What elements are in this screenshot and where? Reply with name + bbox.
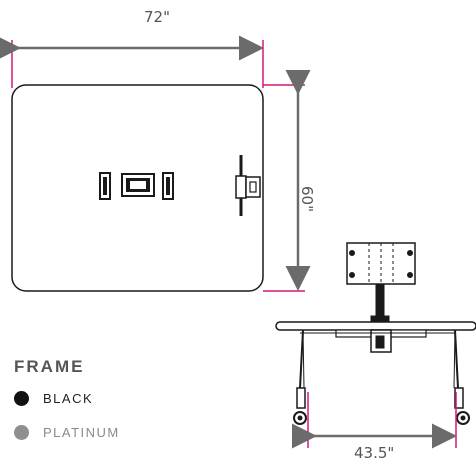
- right-leg: [454, 329, 459, 389]
- tabletop-side: [275, 321, 476, 331]
- width-dimension: [0, 35, 264, 88]
- frame-option-black[interactable]: BLACK: [14, 391, 93, 406]
- black-swatch: [14, 391, 29, 406]
- depth-label: 60": [298, 186, 316, 212]
- monitor-mount: [235, 155, 261, 216]
- platinum-swatch: [14, 425, 29, 440]
- base-dimension: [292, 392, 457, 449]
- frame-option-platinum[interactable]: PLATINUM: [14, 425, 120, 440]
- frame-legend-title: FRAME: [14, 357, 85, 376]
- base-width-label: 43.5": [354, 444, 395, 462]
- width-label: 72": [144, 8, 170, 26]
- top-view: [11, 84, 264, 292]
- black-label: BLACK: [43, 391, 94, 406]
- depth-dimension: [263, 70, 311, 292]
- left-leg: [299, 329, 304, 389]
- platinum-label: PLATINUM: [43, 425, 120, 440]
- side-view: [275, 242, 476, 425]
- monitor-post: [375, 283, 385, 321]
